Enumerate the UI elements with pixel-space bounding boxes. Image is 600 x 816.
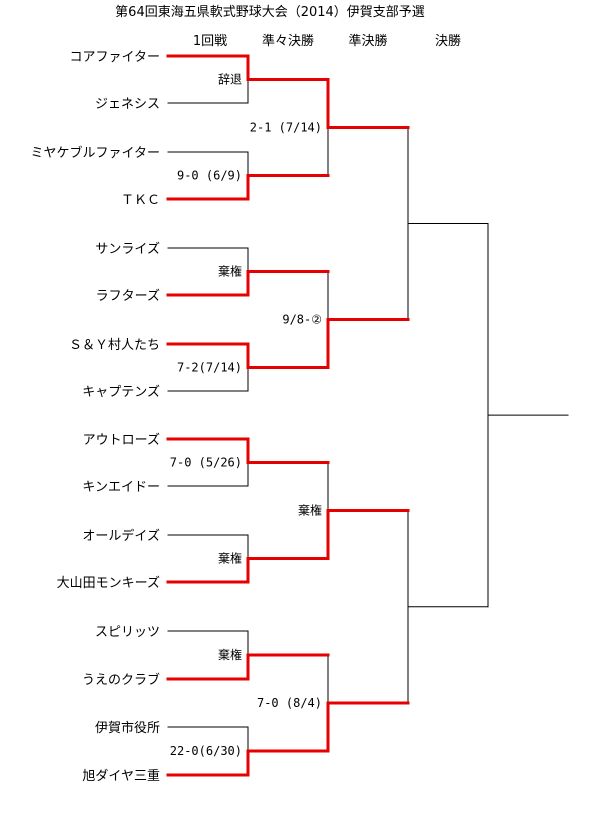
match-result: 2-1 (7/14) [250, 121, 322, 135]
team-name: 大山田モンキーズ [57, 575, 160, 591]
winner-path [326, 701, 410, 753]
match-result: 棄権 [218, 647, 242, 662]
match-result: 9-0 (6/9) [177, 169, 242, 183]
team-name: スピリッツ [95, 625, 160, 640]
winner-path [326, 509, 410, 560]
team-name: 旭ダイヤ三重 [82, 768, 160, 784]
winner-path [166, 174, 330, 201]
match-result: 7-2(7/14) [177, 361, 242, 375]
match-result: 棄権 [218, 551, 242, 566]
bracket-line [167, 79, 249, 104]
winner-paths [166, 54, 410, 777]
bracket-line [167, 367, 249, 392]
winner-path [166, 653, 330, 681]
team-name: キャプテンズ [82, 384, 160, 400]
winner-path [166, 342, 330, 369]
team-name: キンエイドー [82, 480, 160, 495]
bracket-line [167, 726, 249, 752]
team-name: ジェネシス [95, 97, 160, 112]
team-name: うえのクラブ [82, 672, 160, 688]
bracket-lines [167, 79, 569, 752]
team-name: コアファイター [70, 50, 160, 65]
winner-path [166, 437, 330, 464]
team-name: 伊賀市役所 [95, 720, 160, 736]
bracket-title: 第64回東海五県軟式野球大会（2014）伊賀支部予選 [115, 4, 425, 20]
team-name: オールデイズ [82, 528, 160, 544]
team-name: アウトローズ [83, 432, 160, 448]
winner-path [166, 54, 330, 81]
team-name: Ｓ＆Ｙ村人たち [69, 338, 160, 353]
team-name: ミヤケブルファイター [31, 145, 160, 161]
winner-path [166, 557, 330, 584]
winner-path [326, 318, 410, 369]
match-result: 棄権 [218, 264, 242, 279]
round-header: 準々決勝 [262, 33, 314, 49]
round-header: 1回戦 [193, 34, 227, 49]
winner-path [326, 78, 410, 129]
match-result: 7-0 (8/4) [257, 696, 322, 710]
match-result: 9/8-② [282, 313, 322, 327]
team-name: ＴＫＣ [121, 193, 160, 208]
bracket-line [167, 462, 249, 487]
team-name: サンライズ [95, 241, 160, 257]
team-name: ラフターズ [96, 288, 160, 304]
match-result: 22-0(6/30) [170, 744, 242, 758]
bracket-line [167, 151, 249, 176]
bracket-line [167, 534, 249, 559]
match-result: 7-0 (5/26) [170, 456, 242, 470]
winner-path [166, 749, 330, 777]
match-result: 棄権 [298, 503, 322, 518]
bracket-line [167, 630, 249, 656]
winner-path [166, 270, 330, 297]
match-result: 辞退 [218, 72, 242, 87]
score-labels: 辞退9-0 (6/9)棄権7-2(7/14)7-0 (5/26)棄権棄権22-0… [170, 72, 322, 759]
round-headers: 1回戦 準々決勝 準決勝 決勝 [193, 33, 461, 49]
round-header: 準決勝 [348, 33, 387, 49]
round-header: 決勝 [435, 34, 461, 49]
bracket-line [167, 247, 249, 272]
